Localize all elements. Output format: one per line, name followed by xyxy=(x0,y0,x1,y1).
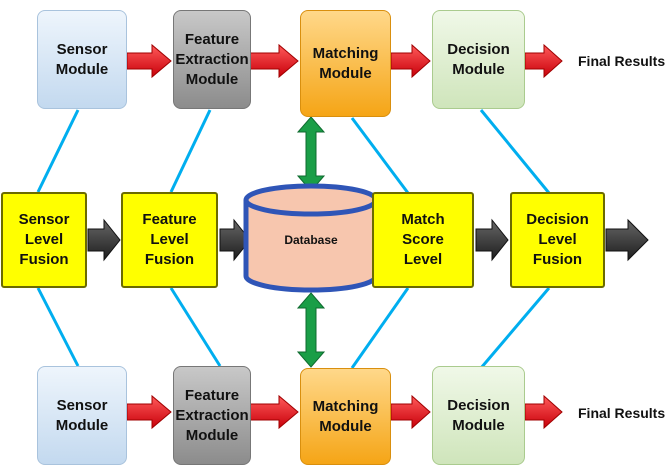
green-double-arrow xyxy=(296,292,326,368)
red-arrow xyxy=(524,394,563,430)
bottom-decision-module: Decision Module xyxy=(432,366,525,465)
top-feature-extraction-module: Feature Extraction Module xyxy=(173,10,251,109)
connector-line xyxy=(479,287,551,369)
bottom-final-results: Final Results xyxy=(578,405,666,421)
red-arrow xyxy=(126,394,172,430)
bottom-feature-extraction-module: Feature Extraction Module xyxy=(173,366,251,465)
connector-line xyxy=(350,117,410,194)
black-arrow xyxy=(219,218,251,262)
red-arrow xyxy=(390,43,431,79)
bottom-sensor-module: Sensor Module xyxy=(37,366,127,465)
green-double-arrow xyxy=(296,116,326,192)
red-arrow xyxy=(390,394,431,430)
connector-line xyxy=(169,109,212,193)
sensor-level-fusion: Sensor Level Fusion xyxy=(1,192,87,288)
black-arrow xyxy=(475,218,509,262)
connector-line xyxy=(479,109,551,194)
top-sensor-module: Sensor Module xyxy=(37,10,127,109)
database-label: Database xyxy=(284,233,338,247)
connector-line xyxy=(36,287,80,367)
bottom-matching-module: Matching Module xyxy=(300,368,391,465)
connector-line xyxy=(350,287,410,369)
top-matching-module: Matching Module xyxy=(300,10,391,117)
red-arrow xyxy=(126,43,172,79)
red-arrow xyxy=(524,43,563,79)
black-arrow xyxy=(605,218,649,262)
red-arrow xyxy=(249,394,299,430)
connector-line xyxy=(169,287,222,367)
black-arrow xyxy=(87,218,121,262)
decision-level-fusion: Decision Level Fusion xyxy=(510,192,605,288)
top-decision-module: Decision Module xyxy=(432,10,525,109)
connector-line xyxy=(36,109,80,193)
feature-level-fusion: Feature Level Fusion xyxy=(121,192,218,288)
top-final-results: Final Results xyxy=(578,53,666,69)
match-score-level: Match Score Level xyxy=(372,192,474,288)
database-cylinder: Database xyxy=(243,183,379,293)
red-arrow xyxy=(249,43,299,79)
